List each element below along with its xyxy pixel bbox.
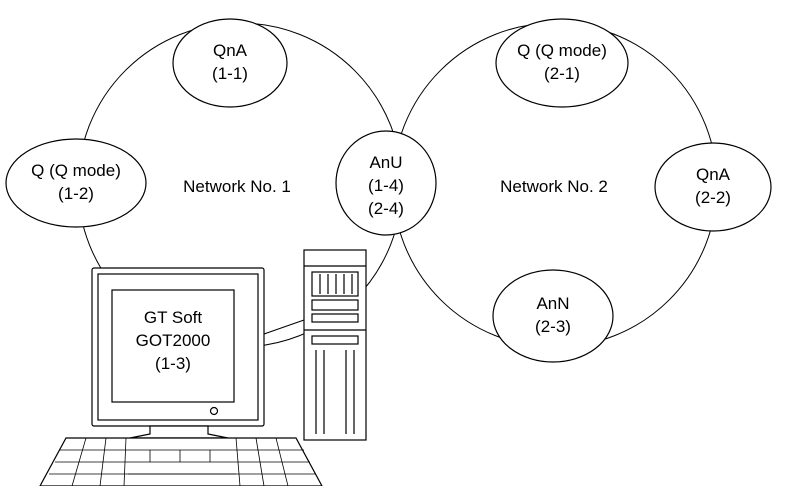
network-1-label: Network No. 1 [183,177,291,196]
power-button-icon [209,406,219,416]
station-2-1-id: (2-1) [544,64,580,83]
pc-cable [263,319,305,335]
station-2-1 [495,18,629,108]
station-2-3 [492,269,614,363]
pc-label-got: GOT2000 [136,331,211,350]
station-1-1 [172,18,288,108]
relay-id-network-1: (1-4) [368,176,404,195]
pc-computer [38,249,367,487]
station-1-2-id: (1-2) [58,184,94,203]
station-1-2-name: Q (Q mode) [31,161,121,180]
pc-label-id: (1-3) [155,354,191,373]
station-anu-relay [335,130,437,236]
monitor-stand [129,425,229,439]
station-2-2 [654,142,772,232]
station-2-2-id: (2-2) [695,188,731,207]
station-1-2 [5,138,147,228]
station-2-2-name: QnA [696,165,731,184]
station-2-1-name: Q (Q mode) [517,41,607,60]
network-2-label: Network No. 2 [500,177,608,196]
relay-name: AnU [369,153,402,172]
monitor-screen [111,289,235,403]
station-1-1-id: (1-1) [212,64,248,83]
relay-id-network-2: (2-4) [368,199,404,218]
pc-tower [303,249,367,441]
station-1-1-name: QnA [213,41,248,60]
pc-label-software: GT Soft [144,308,203,327]
station-2-3-id: (2-3) [535,317,571,336]
station-2-3-name: AnN [536,294,569,313]
monitor-bezel [97,273,259,421]
